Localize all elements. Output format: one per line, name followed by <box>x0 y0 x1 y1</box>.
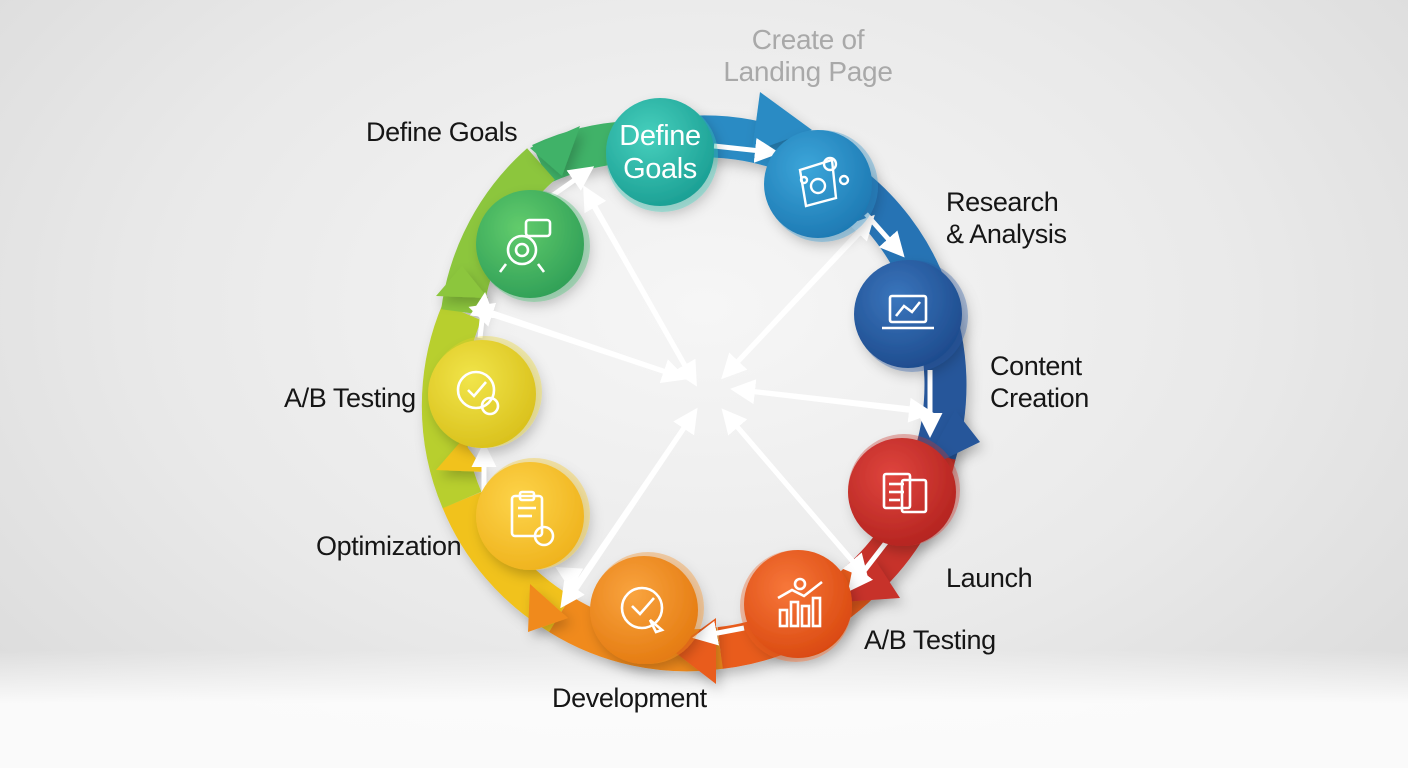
title-line-2: Landing Page <box>723 56 893 87</box>
laptop-chart-icon <box>882 294 934 330</box>
node-optimization <box>476 458 590 570</box>
node-define-goals <box>606 98 718 212</box>
label-research: Research & Analysis <box>946 186 1067 250</box>
label-content-line-2: Creation <box>990 383 1089 413</box>
target-chat-icon <box>498 218 552 273</box>
badge-check-icon <box>456 370 500 416</box>
label-research-line-1: Research <box>946 187 1059 217</box>
label-content-line-1: Content <box>990 351 1082 381</box>
node-content <box>854 260 968 372</box>
node-ab-testing-left <box>428 336 542 448</box>
node-label-line-2: Goals <box>623 153 697 185</box>
node-label-line-1: Define <box>619 120 701 152</box>
check-cursor-icon <box>620 586 665 634</box>
node-development <box>590 552 704 664</box>
label-development: Development <box>552 683 707 713</box>
strategy-network-icon <box>798 156 850 208</box>
documents-icon <box>882 472 928 514</box>
node-ab-testing-right <box>740 550 852 662</box>
title-line-1: Create of <box>751 24 865 55</box>
label-ab-testing-left: A/B Testing <box>284 383 416 413</box>
label-optimization: Optimization <box>316 531 462 561</box>
connector-arrows-outward <box>468 185 934 609</box>
label-define-goals: Define Goals <box>366 117 518 147</box>
diagram-title: Create of Landing Page <box>700 24 916 88</box>
node-define-goals-label: Define Goals <box>600 120 720 186</box>
node-research <box>764 130 878 242</box>
growth-chart-icon <box>777 577 823 628</box>
label-content: Content Creation <box>990 350 1089 414</box>
label-launch: Launch <box>946 563 1033 593</box>
node-start <box>476 190 590 302</box>
clipboard-gear-icon <box>510 490 555 547</box>
label-ab-testing-right: A/B Testing <box>864 625 996 655</box>
label-research-line-2: & Analysis <box>946 219 1067 249</box>
node-launch <box>848 434 960 546</box>
